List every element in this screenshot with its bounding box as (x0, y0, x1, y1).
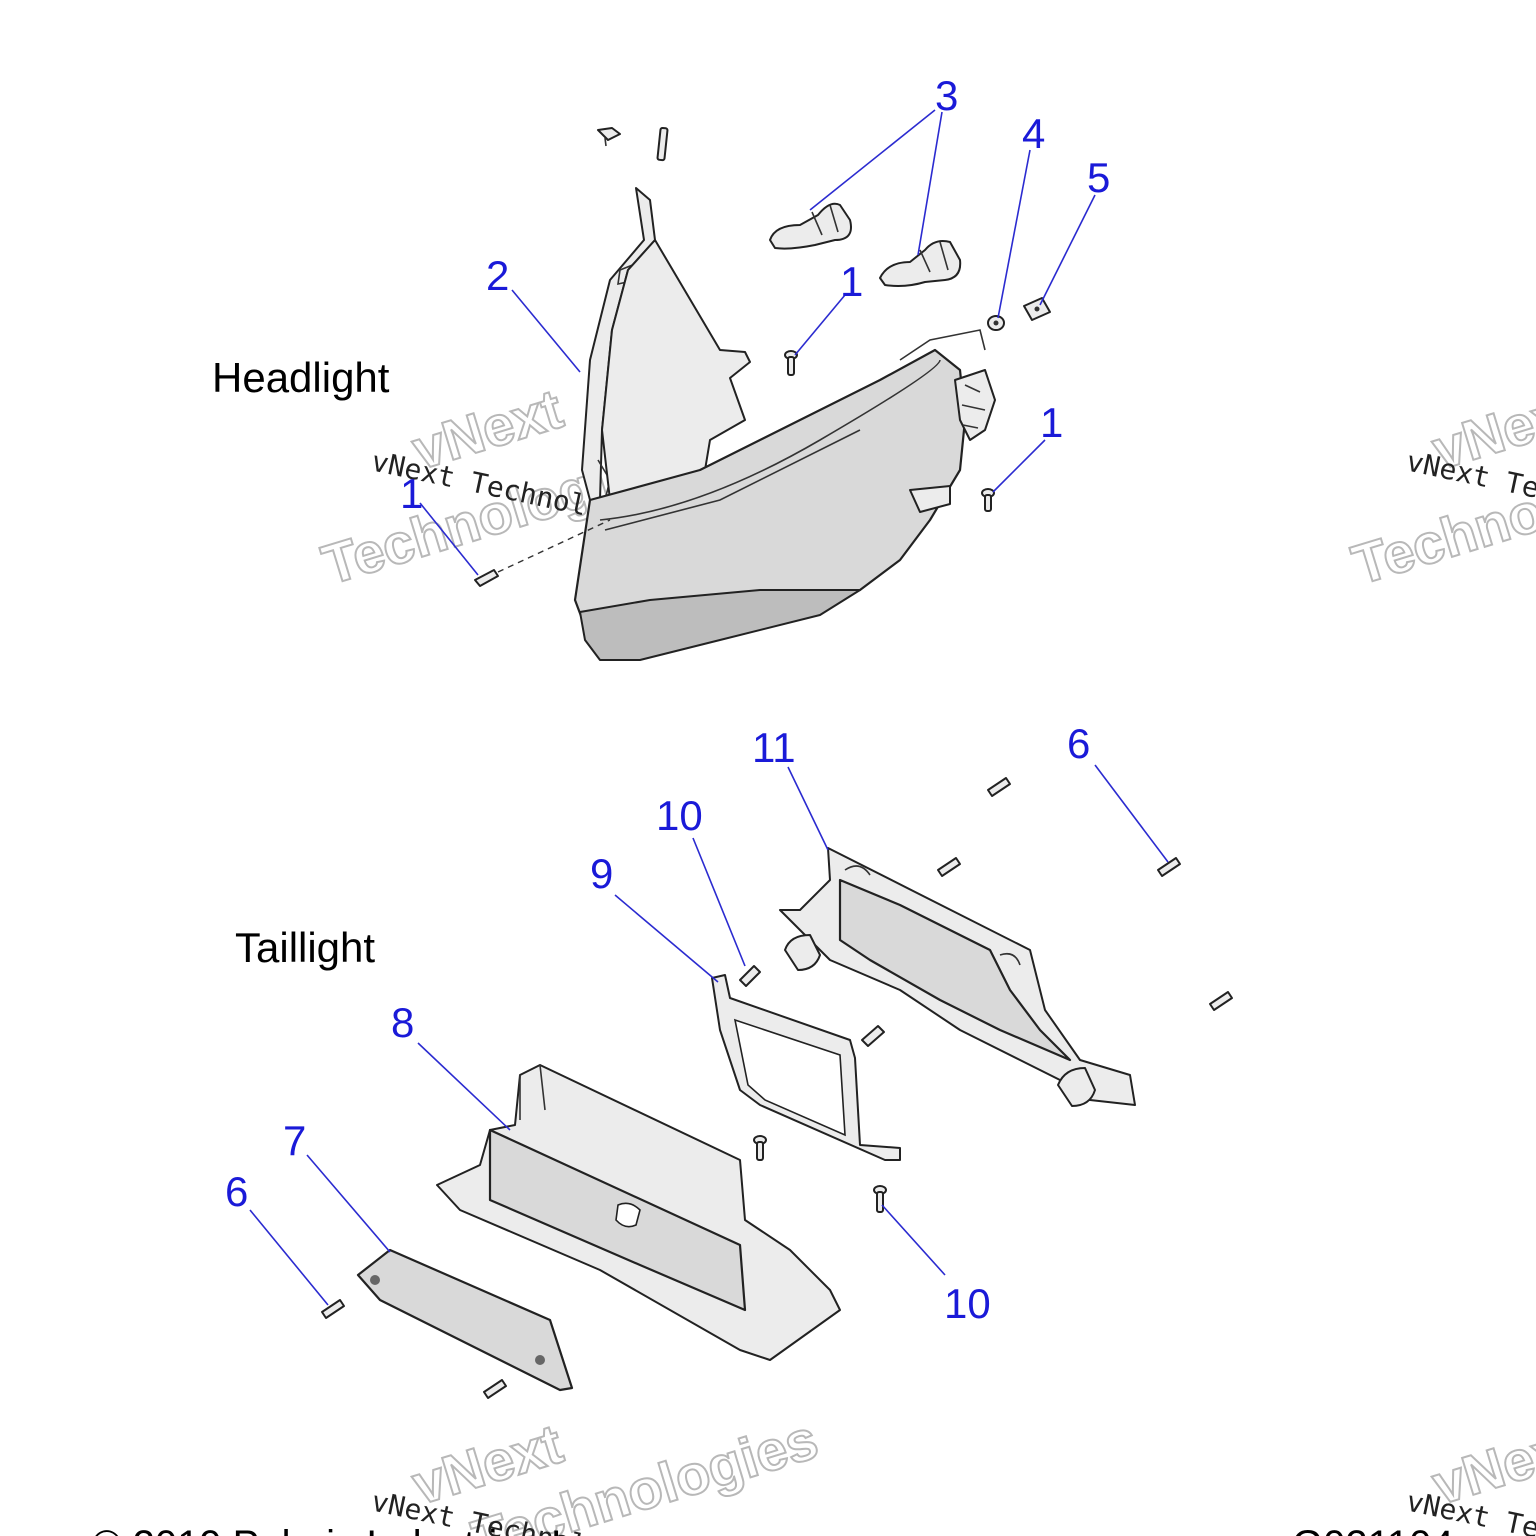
section-title-taillight: Taillight (235, 924, 375, 971)
taillight-housing (779, 847, 1136, 1107)
callout-1-right: 1 (1040, 399, 1063, 446)
callout-1-upper: 1 (840, 258, 863, 305)
headlight-bulb-right (879, 240, 962, 287)
screw-part-1-right (981, 488, 995, 512)
screw-part-10-upper (739, 965, 761, 987)
watermark-bottom: vNext Technologies vNext Technologies vN… (369, 1406, 1536, 1536)
screw-part-6-upper-c (1157, 857, 1181, 877)
callout-10-lower: 10 (944, 1280, 991, 1327)
screw-part-6-right (1209, 991, 1233, 1011)
clip-part-top-pin (656, 126, 669, 162)
screw-part-10-lower (873, 1185, 887, 1213)
screw-part-10-gasket (753, 1135, 767, 1161)
callout-2: 2 (486, 252, 509, 299)
callout-7: 7 (283, 1117, 306, 1164)
clip-part-top-left (597, 127, 621, 147)
callout-1-left: 1 (400, 470, 423, 517)
nut-clip-part-5 (1023, 297, 1051, 321)
taillight-gasket (711, 974, 901, 1161)
screw-part-6-bottom (483, 1379, 507, 1399)
screw-part-1-left (474, 519, 611, 587)
callout-10-upper: 10 (656, 792, 703, 839)
callout-11: 11 (752, 724, 796, 771)
headlight-mount-tab-right (909, 485, 951, 513)
screw-part-6-upper-a (987, 777, 1011, 797)
washer-part-4 (987, 315, 1005, 331)
screw-part-1-upper (784, 350, 798, 376)
callout-8: 8 (391, 999, 414, 1046)
copyright-text: © 2019 Polaris Industries Inc. (92, 1523, 615, 1536)
section-title-headlight: Headlight (212, 354, 390, 401)
taillight-bracket (436, 1064, 841, 1361)
screw-part-10-mid (861, 1025, 885, 1047)
headlight-shroud (601, 239, 751, 501)
callout-6-upper: 6 (1067, 720, 1090, 767)
headlight-bulb-left (769, 202, 852, 250)
callout-6-lower: 6 (225, 1168, 248, 1215)
callout-5: 5 (1087, 154, 1110, 201)
leader-lines (249, 109, 1169, 1306)
callout-9: 9 (590, 850, 613, 897)
callout-4: 4 (1022, 110, 1045, 157)
screw-part-6-upper-b (937, 857, 961, 877)
figure-code: G021104 (1292, 1523, 1454, 1536)
taillight-lens (356, 1248, 574, 1392)
callout-labels: 3 4 5 2 1 1 1 11 6 10 9 8 7 6 10 (225, 72, 1110, 1327)
headlight-connector-right (954, 369, 996, 441)
headlight-housing (573, 329, 986, 661)
watermark-right-top: Technologies vNext vNext Technologies (1344, 376, 1536, 598)
screw-part-6-lens (321, 1299, 345, 1319)
callout-3: 3 (935, 72, 958, 119)
